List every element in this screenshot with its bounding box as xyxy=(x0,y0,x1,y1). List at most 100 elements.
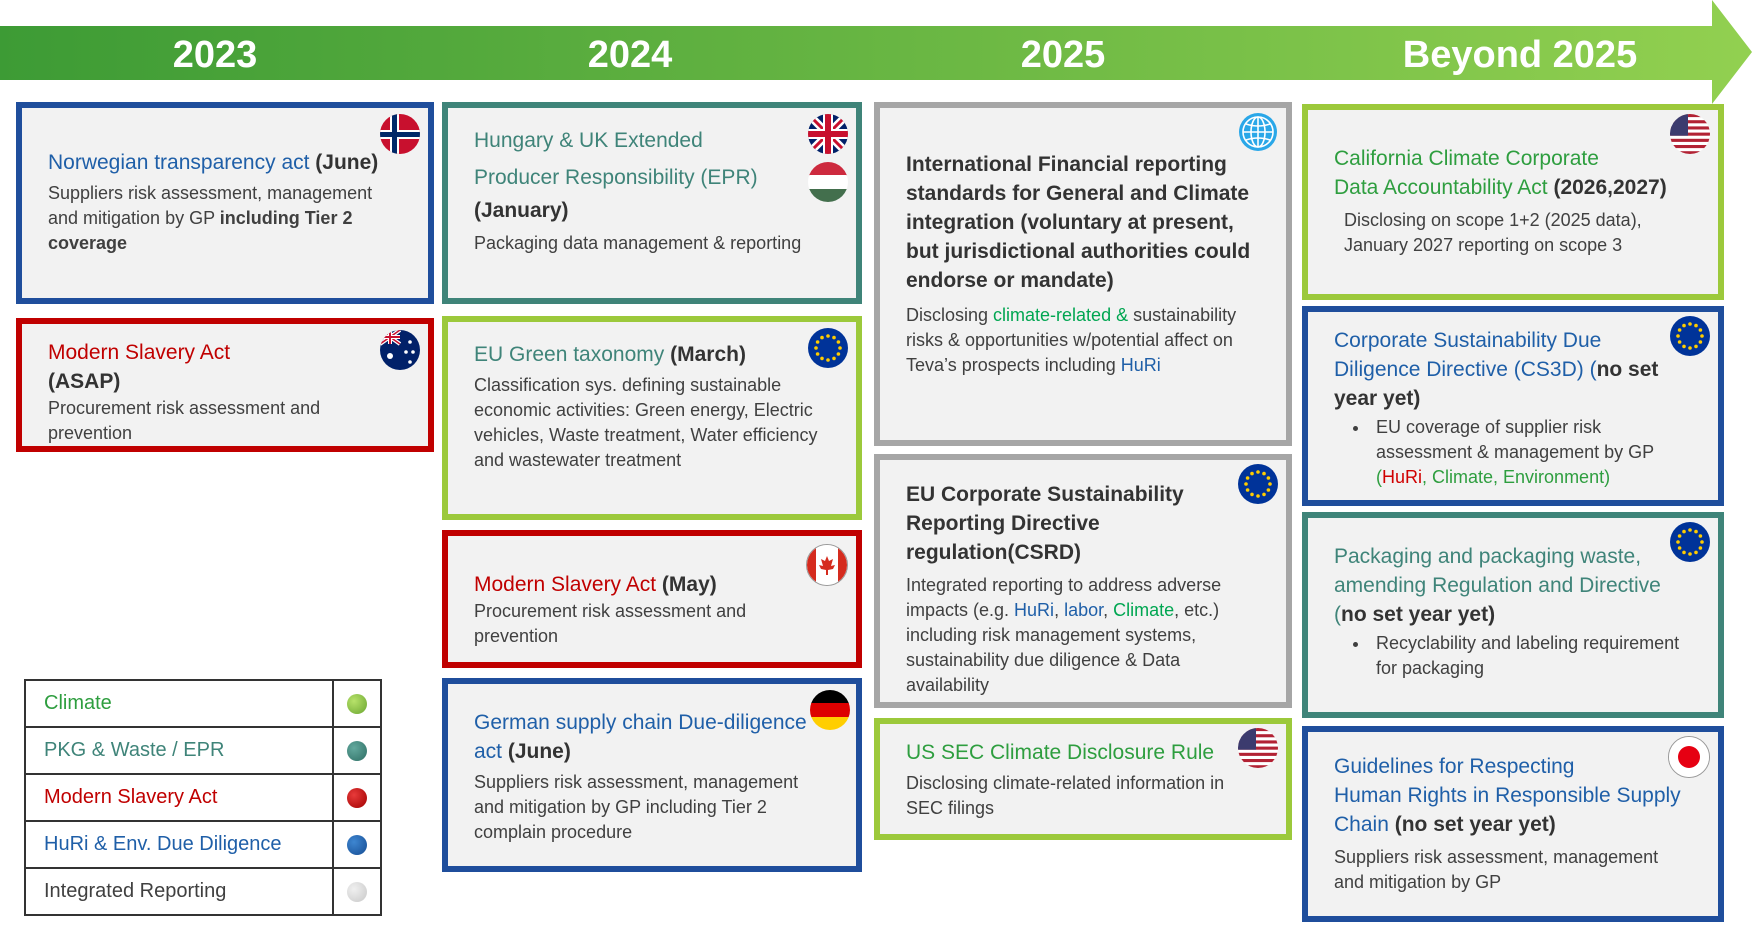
legend-row-huri: HuRi & Env. Due Diligence xyxy=(24,820,382,869)
norway-flag-icon xyxy=(380,114,420,154)
card-title-line-2: Diligence Directive (CS3D) ( xyxy=(1334,358,1597,381)
card-title: International Financial reporting standa… xyxy=(906,153,1251,292)
card-title-date: (June) xyxy=(309,151,379,174)
legend-label: PKG & Waste / EPR xyxy=(24,726,334,775)
card-ifrs-standards: International Financial reporting standa… xyxy=(874,102,1292,446)
legend-row-modern-slavery: Modern Slavery Act xyxy=(24,773,382,822)
card-title: Modern Slavery Act xyxy=(474,573,657,596)
card-body: Packaging data management & reporting xyxy=(474,233,802,253)
card-title: California Climate Corporate xyxy=(1334,147,1599,170)
card-eu-green-taxonomy: EU Green taxonomy (March) Classification… xyxy=(442,316,862,520)
year-2025: 2025 xyxy=(1020,34,1106,76)
card-body: Suppliers risk assessment, management an… xyxy=(48,183,373,228)
card-title: EU Green taxonomy xyxy=(474,343,665,366)
bullet-rest: , Climate, Environment) xyxy=(1422,467,1611,487)
legend-row-climate: Climate xyxy=(24,679,382,728)
globe-icon xyxy=(1238,112,1278,152)
legend-row-integrated-reporting: Integrated Reporting xyxy=(24,867,382,916)
legend-dot-pkg-waste xyxy=(347,740,367,761)
card-body: Disclosing on scope 1+2 (2025 data), Jan… xyxy=(1344,210,1642,255)
uk-flag-icon xyxy=(808,114,848,154)
year-2023: 2023 xyxy=(172,34,258,76)
card-body-emphasis: including Tier 2 coverage xyxy=(48,208,353,253)
card-title-date: no set year yet) xyxy=(1334,358,1659,410)
legend-dot-modern-slavery xyxy=(347,787,367,808)
legend-row-pkg-waste: PKG & Waste / EPR xyxy=(24,726,382,775)
card-title: German supply chain Due-diligence act xyxy=(474,711,807,763)
eu-flag-icon xyxy=(1670,522,1710,562)
card-body-labor: labor xyxy=(1064,600,1104,620)
legend-label: Modern Slavery Act xyxy=(24,773,334,822)
card-title: Packaging and packaging waste, xyxy=(1334,545,1642,568)
eu-flag-icon xyxy=(808,328,848,368)
legend-table: Climate PKG & Waste / EPR Modern Slavery… xyxy=(24,679,382,916)
card-body-sep: , xyxy=(1054,600,1065,620)
hungary-flag-icon xyxy=(808,162,848,202)
usa-flag-icon xyxy=(1670,114,1710,154)
card-title-date: (May) xyxy=(656,573,717,596)
legend-label: Integrated Reporting xyxy=(24,867,334,916)
card-title-date: (ASAP) xyxy=(48,370,121,393)
australia-flag-icon xyxy=(380,330,420,370)
card-title: Corporate Sustainability Due xyxy=(1334,329,1602,352)
card-title-line-2: Human Rights in Responsible Supply xyxy=(1334,784,1681,807)
card-modern-slavery-act-australia: Modern Slavery Act (ASAP) Procurement ri… xyxy=(16,318,434,452)
card-body: Classification sys. defining sustainable… xyxy=(474,375,818,470)
card-us-sec-climate-rule: US SEC Climate Disclosure Rule Disclosin… xyxy=(874,718,1292,840)
card-title-date: (January) xyxy=(474,199,569,222)
card-body-huri: HuRi xyxy=(1120,355,1161,375)
germany-flag-icon xyxy=(810,690,850,730)
card-title-paren: ( xyxy=(1334,603,1341,626)
card-title-date: no set year yet) xyxy=(1341,603,1496,626)
eu-flag-icon xyxy=(1238,464,1278,504)
card-title: Hungary & UK Extended xyxy=(474,129,703,152)
card-title-date: (June) xyxy=(502,740,571,763)
card-body: Suppliers risk assessment, management an… xyxy=(474,772,799,842)
year-beyond-2025: Beyond 2025 xyxy=(1402,34,1638,76)
card-body-rest: , etc.) including risk management system… xyxy=(906,600,1220,695)
eu-flag-icon xyxy=(1670,316,1710,356)
card-bullets: Recyclability and labeling requirement f… xyxy=(1334,631,1692,681)
card-body: Procurement risk assessment and preventi… xyxy=(474,601,747,646)
legend-dot-huri xyxy=(347,834,367,855)
bullet-paren-open: ( xyxy=(1376,467,1382,487)
card-title-date: (no set year yet) xyxy=(1388,813,1556,836)
card-body: Disclosing climate-related information i… xyxy=(906,773,1225,818)
card-title-date: (March) xyxy=(664,343,746,366)
card-packaging-waste-regulation: Packaging and packaging waste, amending … xyxy=(1302,512,1724,718)
card-title-date: (2026,2027) xyxy=(1547,176,1667,199)
card-body: Integrated reporting to address adverse … xyxy=(906,575,1222,620)
legend-label: Climate xyxy=(24,679,334,728)
card-title: Modern Slavery Act xyxy=(48,341,231,364)
card-title-line-2: Producer Responsibility (EPR) xyxy=(474,166,758,189)
card-modern-slavery-act-canada: Modern Slavery Act (May) Procurement ris… xyxy=(442,530,862,668)
bullet-item: EU coverage of supplier risk assessment … xyxy=(1370,415,1692,490)
card-body-rest: sustainability risks & opportunities w/p… xyxy=(906,305,1237,375)
card-body-sep: , xyxy=(1103,600,1114,620)
card-japan-human-rights-guidelines: Guidelines for Respecting Human Rights i… xyxy=(1302,726,1724,922)
legend-dot-climate xyxy=(347,693,367,714)
card-eu-csrd: EU Corporate Sustainability Reporting Di… xyxy=(874,454,1292,708)
card-body-climate: climate-related & xyxy=(993,305,1129,325)
japan-flag-icon xyxy=(1668,736,1710,778)
card-title: Norwegian transparency act xyxy=(48,151,310,174)
bullet-huri: HuRi xyxy=(1382,467,1423,487)
usa-flag-icon xyxy=(1238,728,1278,768)
card-hungary-uk-epr: Hungary & UK Extended Producer Responsib… xyxy=(442,102,862,304)
legend-label: HuRi & Env. Due Diligence xyxy=(24,820,334,869)
card-title: US SEC Climate Disclosure Rule xyxy=(906,741,1215,764)
card-german-supply-chain-act: German supply chain Due-diligence act (J… xyxy=(442,678,862,872)
card-body-huri: HuRi xyxy=(1014,600,1055,620)
card-eu-cs3d: Corporate Sustainability Due Diligence D… xyxy=(1302,306,1724,506)
card-title-line-2: amending Regulation and Directive xyxy=(1334,574,1661,597)
bullet-item: Recyclability and labeling requirement f… xyxy=(1370,631,1692,681)
card-norwegian-transparency-act: Norwegian transparency act (June) Suppli… xyxy=(16,102,434,304)
timeline-arrow xyxy=(0,0,1752,104)
card-title-line-3: Chain xyxy=(1334,813,1389,836)
card-body: Disclosing xyxy=(906,305,994,325)
card-title: EU Corporate Sustainability Reporting Di… xyxy=(906,483,1184,564)
card-title-line-2: Data Accountability Act xyxy=(1334,176,1548,199)
card-body-climate: Climate xyxy=(1113,600,1175,620)
card-bullets: EU coverage of supplier risk assessment … xyxy=(1334,415,1692,490)
canada-flag-icon xyxy=(806,544,848,586)
